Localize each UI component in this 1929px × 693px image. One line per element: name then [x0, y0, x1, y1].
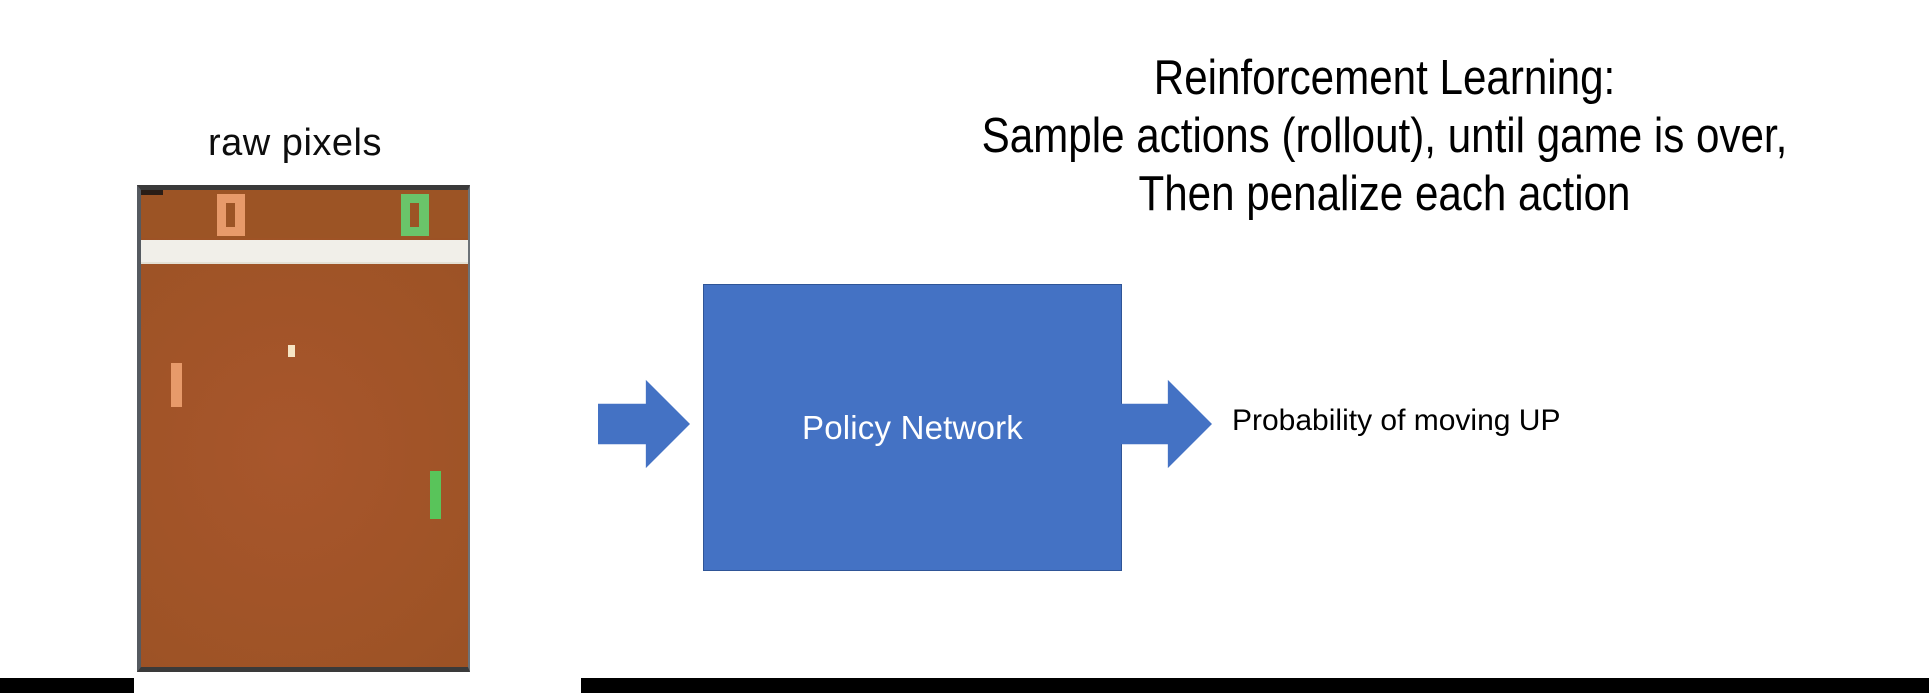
output-right-arrow-icon [1120, 379, 1212, 469]
pong-score-right-digit-hole [410, 203, 419, 227]
pong-game-frame [137, 185, 470, 672]
policy-network-box[interactable]: Policy Network [703, 284, 1122, 571]
policy-network-label: Policy Network [801, 408, 1024, 446]
headline-line-2: Sample actions (rollout), until game is … [981, 108, 1788, 163]
pong-corner-notch [141, 190, 163, 195]
pong-divider-line [141, 240, 468, 264]
pong-ball [288, 345, 295, 357]
pong-paddle-left [171, 363, 182, 407]
letterbox-bar-left [0, 678, 134, 693]
slide-headline: Reinforcement Learning: Sample actions (… [916, 50, 1853, 223]
headline-line-1: Reinforcement Learning: [1153, 51, 1616, 105]
pong-score-left-digit-hole [226, 203, 235, 227]
letterbox-bar-right [581, 678, 1929, 693]
headline-line-3: Then penalize each action [1138, 166, 1631, 221]
output-caption: Probability of moving UP [1232, 404, 1561, 437]
pong-score-right [401, 194, 429, 236]
pong-playfield [141, 190, 468, 667]
pong-paddle-right [430, 471, 441, 519]
raw-pixels-caption: raw pixels [208, 122, 382, 164]
input-right-arrow-icon [598, 379, 690, 469]
pong-score-left [217, 194, 245, 236]
